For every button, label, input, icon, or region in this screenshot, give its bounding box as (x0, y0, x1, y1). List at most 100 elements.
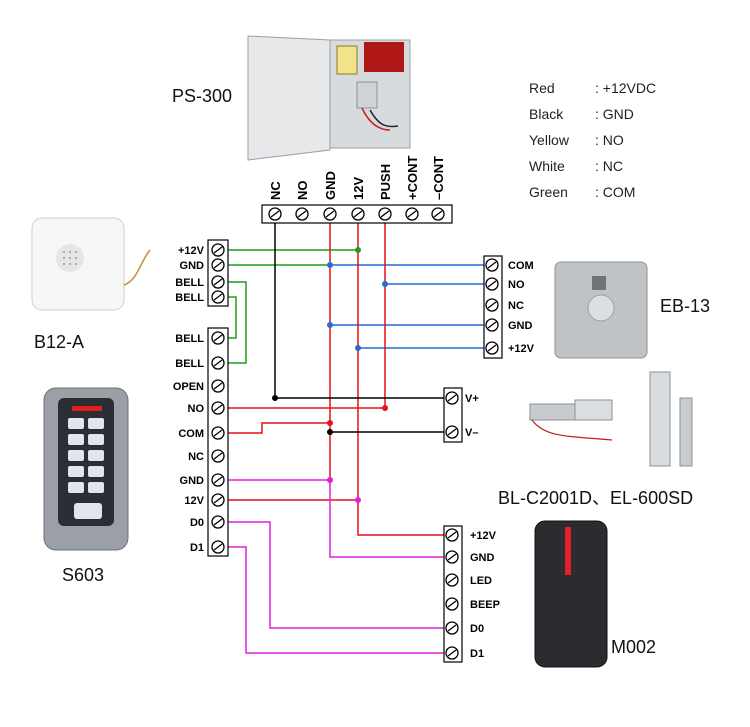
keypad-terminal-label: BELL (175, 358, 204, 370)
ps-screw-icon (431, 207, 445, 221)
reader-terminal-label: BEEP (470, 599, 500, 611)
blue-wires (330, 264, 492, 349)
keypad-screw-icon (211, 379, 225, 393)
bell-screw-icon (211, 258, 225, 272)
ps-terminal-label: GND (323, 171, 338, 200)
b12-a-label: B12-A (34, 332, 85, 352)
ps-screw-icon (295, 207, 309, 221)
keypad-terminal-label: OPEN (173, 381, 204, 393)
exit-terminal-label: NC (508, 300, 524, 312)
keypad-screw-icon (211, 493, 225, 507)
wire-reader-12v (357, 500, 452, 536)
keypad-terminal-label: COM (178, 428, 204, 440)
bell-terminal-label: GND (180, 260, 205, 272)
bell-image (31, 217, 151, 311)
keypad-terminal-label: D1 (190, 542, 204, 554)
bell-screw-icon (211, 290, 225, 304)
exit-screw-icon (485, 341, 499, 355)
lock-terminal-block: V+V– (443, 387, 479, 443)
keypad-image (43, 387, 129, 551)
legend-meaning: : +12VDC (595, 80, 657, 96)
keypad-terminal-label: NO (188, 403, 205, 415)
legend-meaning: : NC (595, 158, 623, 174)
power-supply-image (247, 35, 411, 161)
bell-screw-icon (211, 275, 225, 289)
keypad-screw-icon (211, 540, 225, 554)
reader-screw-icon (445, 646, 459, 660)
exit-terminal-label: +12V (508, 343, 535, 355)
exit-screw-icon (485, 277, 499, 291)
ps-terminal-label: 12V (351, 177, 366, 200)
lock-screw-icon (445, 391, 459, 405)
keypad-terminal-label: BELL (175, 333, 204, 345)
keypad-terminal-label: 12V (184, 495, 204, 507)
exit-terminal-label: COM (508, 260, 534, 272)
legend-color: Green (529, 184, 568, 200)
wire-keypad-d1 (218, 546, 452, 654)
keypad-screw-icon (211, 401, 225, 415)
legend-meaning: : GND (595, 106, 634, 122)
bell-terminal-block: +12V GND BELL BELL (175, 239, 229, 307)
reader-screw-icon (445, 597, 459, 611)
legend-meaning: : NO (595, 132, 624, 148)
magnetic-lock-image (649, 371, 693, 467)
keypad-terminal-label: D0 (190, 517, 204, 529)
exit-terminal-label: NO (508, 279, 525, 291)
ps-300-label: PS-300 (172, 86, 233, 106)
reader-screw-icon (445, 550, 459, 564)
junction-dots (272, 247, 388, 503)
reader-terminal-label: +12V (470, 530, 497, 542)
ps-terminal-label: PUSH (378, 164, 393, 200)
green-wires (218, 249, 358, 364)
ps-screw-icon (405, 207, 419, 221)
lock-screw-icon (445, 425, 459, 439)
reader-image (534, 520, 608, 668)
reader-screw-icon (445, 621, 459, 635)
keypad-screw-icon (211, 426, 225, 440)
legend-meaning: : COM (595, 184, 636, 200)
legend-color: White (529, 158, 565, 174)
bell-terminal-label: +12V (178, 245, 205, 257)
keypad-screw-icon (211, 515, 225, 529)
ps-terminal-label: NO (295, 181, 310, 201)
wire-reader-gnd (329, 480, 452, 558)
bell-terminal-label: BELL (175, 292, 204, 304)
reader-screw-icon (445, 573, 459, 587)
magenta-wires (218, 479, 452, 654)
legend-row: Black : GND (529, 106, 634, 122)
wire-bell-to-keypad-bell-1 (218, 281, 247, 364)
bell-terminal-label: BELL (175, 277, 204, 289)
legend-row: Green : COM (529, 184, 635, 200)
exit-button-terminal-block: COM NO NC GND +12V (483, 255, 535, 359)
lock-terminal-label: V+ (465, 393, 479, 405)
exit-screw-icon (485, 258, 499, 272)
bolt-lock-image (529, 399, 613, 441)
legend-row: White : NC (529, 158, 623, 174)
exit-screw-icon (485, 298, 499, 312)
black-wires (274, 214, 452, 433)
exit-terminal-label: GND (508, 320, 533, 332)
legend-color: Red (529, 80, 555, 96)
keypad-screw-icon (211, 449, 225, 463)
keypad-screw-icon (211, 473, 225, 487)
reader-terminal-label: D1 (470, 648, 484, 660)
ps-terminal-label: NC (268, 181, 283, 200)
legend-row: Red : +12VDC (529, 80, 656, 96)
wire-ps-nc-to-lock (274, 214, 452, 399)
m002-label: M002 (611, 637, 657, 657)
reader-terminal-label: GND (470, 552, 495, 564)
red-wires (218, 214, 452, 536)
legend-color: Black (529, 106, 564, 122)
wire-keypad-d0 (218, 521, 452, 629)
ps-terminal-label: +CONT (405, 156, 420, 200)
reader-terminal-label: D0 (470, 623, 484, 635)
ps-screw-icon (268, 207, 282, 221)
exit-screw-icon (485, 318, 499, 332)
bell-screw-icon (211, 243, 225, 257)
wire-keypad-com (218, 422, 330, 434)
legend-row: Yellow: NO (529, 132, 624, 148)
lock-models-label: BL-C2001D、EL-600SD (498, 488, 694, 508)
